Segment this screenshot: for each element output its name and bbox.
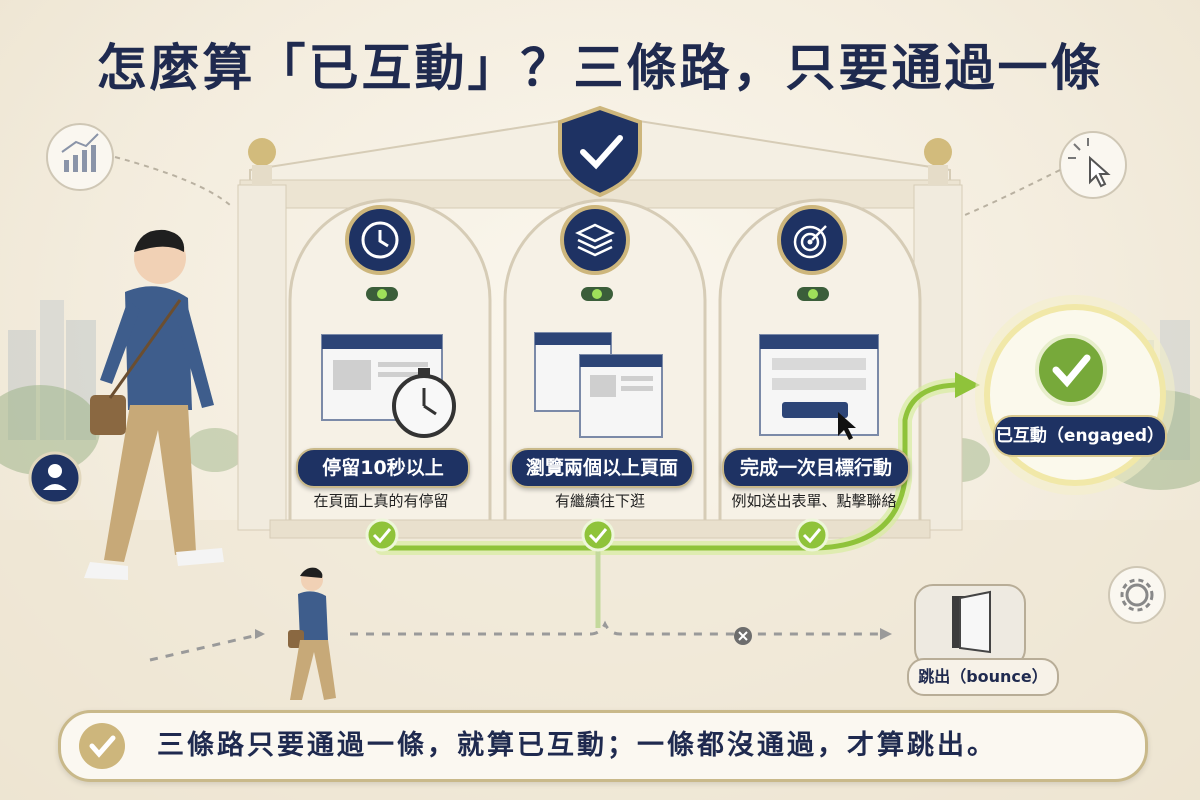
- walking-person-large: [84, 229, 224, 580]
- gear-icon: [1108, 566, 1166, 624]
- engaged-label: 已互動（engaged）: [993, 415, 1167, 457]
- gate-label-pages: 瀏覽兩個以上頁面: [510, 448, 694, 488]
- gate-sub-stay: 在頁面上真的有停留: [313, 492, 449, 510]
- bounce-label: 跳出（bounce）: [907, 658, 1059, 696]
- gate-checks: [365, 518, 829, 552]
- cursor-click-icon: [1059, 131, 1127, 199]
- door-exit-icon: [914, 584, 1026, 668]
- page-title: 怎麼算「已互動」？三條路，只要通過一條: [96, 39, 1104, 97]
- clock-icon: [345, 205, 415, 275]
- form-submit-icon: [759, 334, 879, 440]
- gate-sub-action: 例如送出表單、點擊聯絡: [731, 492, 897, 510]
- connector-dash-left: [114, 156, 231, 206]
- chart-icon: [46, 123, 114, 191]
- gate-sub-pages: 有繼續往下逛: [554, 492, 645, 510]
- summary-banner: 三條路只要通過一條，就算已互動；一條都沒通過，才算跳出。: [58, 710, 1148, 782]
- walking-person-small: [288, 567, 336, 700]
- summary-text: 三條路只要通過一條，就算已互動；一條都沒通過，才算跳出。: [157, 730, 997, 761]
- layers-icon: [560, 205, 630, 275]
- browser-window-stopwatch-icon: [321, 334, 456, 438]
- banner-check-icon: [79, 723, 125, 769]
- target-icon: [777, 205, 847, 275]
- gate-label-action: 完成一次目標行動: [722, 448, 910, 488]
- connector-dash-right: [964, 169, 1061, 216]
- gate-lights: [366, 287, 829, 301]
- user-icon: [28, 451, 82, 505]
- gate-label-stay: 停留10秒以上: [296, 448, 470, 488]
- engaged-badge: [975, 295, 1175, 495]
- bounce-path: [149, 620, 892, 662]
- success-path: [375, 372, 980, 628]
- shield-check-icon: [558, 105, 642, 198]
- two-pages-icon: [534, 332, 663, 438]
